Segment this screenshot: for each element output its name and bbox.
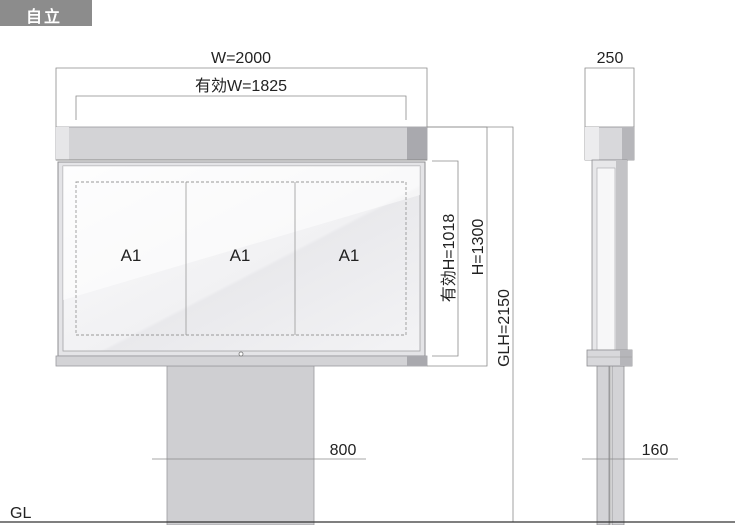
width-dimension-line: [55, 67, 428, 127]
post-width-label: 800: [330, 442, 357, 459]
depth-dimension-line: [584, 67, 635, 127]
side-leg-left: [596, 365, 610, 525]
front-top-cap-left-end: [56, 127, 69, 160]
panel-label-1: A1: [121, 246, 142, 265]
section-tag-label: 自立: [26, 9, 63, 26]
front-top-cap: [55, 126, 428, 161]
effective-width-label: 有効W=1825: [195, 77, 287, 95]
glass-reflection: [63, 166, 420, 300]
side-leg-right: [611, 365, 625, 525]
ground-label: GL: [10, 505, 31, 522]
width-label: W=2000: [211, 50, 271, 67]
height-label: H=1300: [470, 219, 487, 276]
effective-width-dimension-line: [75, 95, 407, 120]
ground-height-dimension-line: [427, 126, 514, 522]
side-post-width-label: 160: [642, 442, 669, 459]
panel-label-3: A1: [339, 246, 360, 265]
front-post: [166, 365, 315, 525]
front-top-cap-right-end: [407, 127, 427, 160]
panel-label-2: A1: [230, 246, 251, 265]
ground-height-label: GLH=2150: [496, 289, 513, 367]
effective-area: [75, 181, 407, 336]
effective-height-label: 有効H=1018: [440, 214, 458, 303]
depth-label: 250: [597, 50, 624, 67]
front-bottom-rail: [55, 355, 428, 367]
section-tag: 自立: [0, 0, 92, 26]
effective-height-dimension-line: [432, 160, 459, 357]
lock-keyhole: [238, 351, 244, 357]
